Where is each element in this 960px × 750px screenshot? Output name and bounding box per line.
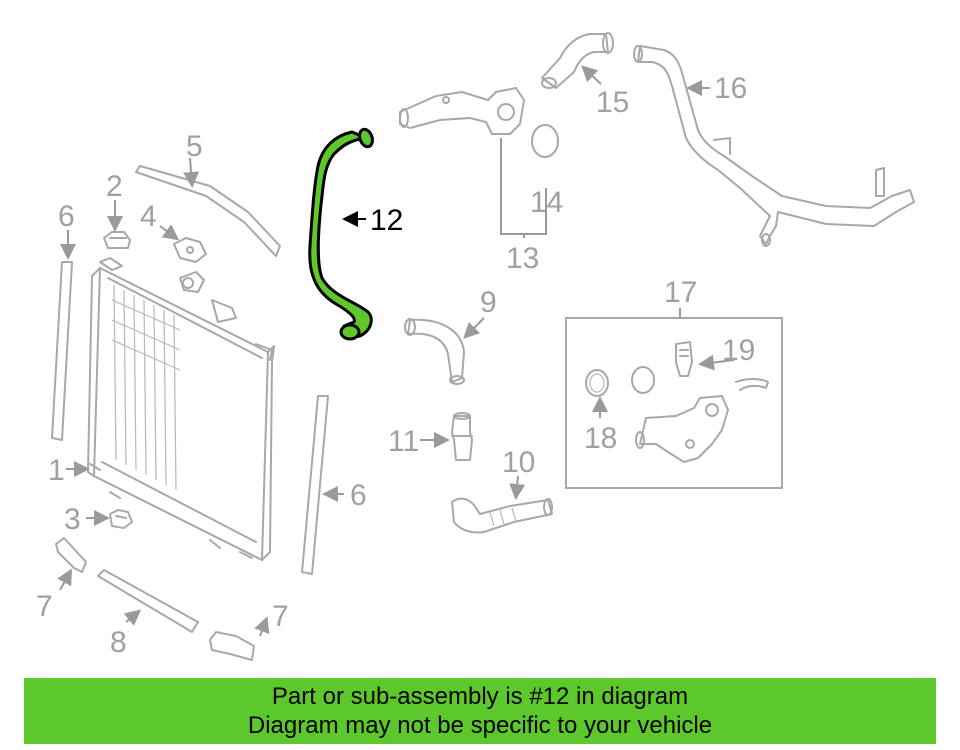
callout-7-right: 7 <box>272 600 289 633</box>
callout-16: 16 <box>714 72 747 105</box>
thermostat-housing-part <box>399 87 525 135</box>
side-seal-right-part <box>301 395 329 575</box>
callout-2: 2 <box>106 170 123 203</box>
callout-18: 18 <box>584 422 617 455</box>
highlighted-hose-part-12 <box>308 127 374 341</box>
lower-seal-part <box>97 569 199 633</box>
callout-9: 9 <box>480 286 497 319</box>
callout-4: 4 <box>140 200 157 233</box>
callout-11: 11 <box>388 425 419 458</box>
hose-9-part <box>404 318 465 385</box>
radiator-part <box>87 257 275 561</box>
seal-ring-part <box>631 366 655 394</box>
callout-6-left: 6 <box>58 200 75 233</box>
info-banner: Part or sub-assembly is #12 in diagram D… <box>24 678 936 744</box>
callout-14: 14 <box>530 186 563 219</box>
leader-lines <box>57 65 735 637</box>
sensor-19-part <box>675 341 693 377</box>
hose-10-part <box>451 497 553 534</box>
parts-diagram: 5 2 4 6 6 1 3 7 7 8 9 10 11 12 13 14 15 … <box>36 32 915 661</box>
hose-15-part <box>541 32 614 89</box>
seal-18-part <box>585 369 609 397</box>
callout-15: 15 <box>596 86 629 119</box>
callout-8: 8 <box>110 626 127 659</box>
callout-1: 1 <box>48 454 65 487</box>
upper-seal-part <box>135 165 281 257</box>
callout-5: 5 <box>186 130 203 163</box>
callout-17: 17 <box>664 276 697 309</box>
lower-mount-right-part <box>209 631 255 661</box>
bracket-part <box>173 237 207 263</box>
water-pipe-16-part <box>633 45 915 247</box>
outlet-housing-part <box>635 395 729 463</box>
callout-10: 10 <box>502 446 535 479</box>
connector-11-part <box>451 412 473 461</box>
callout-3: 3 <box>64 503 81 536</box>
gasket-14-part <box>531 124 559 158</box>
banner-line-1: Part or sub-assembly is #12 in diagram <box>271 683 689 710</box>
callout-12: 12 <box>370 204 403 237</box>
assembly-17-box <box>565 317 783 489</box>
callout-labels: 5 2 4 6 6 1 3 7 7 8 9 10 11 12 13 14 15 … <box>36 72 755 659</box>
banner-line-2: Diagram may not be specific to your vehi… <box>247 712 713 739</box>
lower-mount-left-part <box>55 537 87 573</box>
callout-13: 13 <box>506 242 539 275</box>
radiator-cap-part <box>103 231 131 249</box>
callout-6-right: 6 <box>350 479 367 512</box>
callout-19: 19 <box>722 334 755 367</box>
clip-part <box>735 378 769 391</box>
drain-plug-part <box>109 509 133 529</box>
side-seal-left-part <box>51 261 73 441</box>
callout-7-left: 7 <box>36 590 53 623</box>
